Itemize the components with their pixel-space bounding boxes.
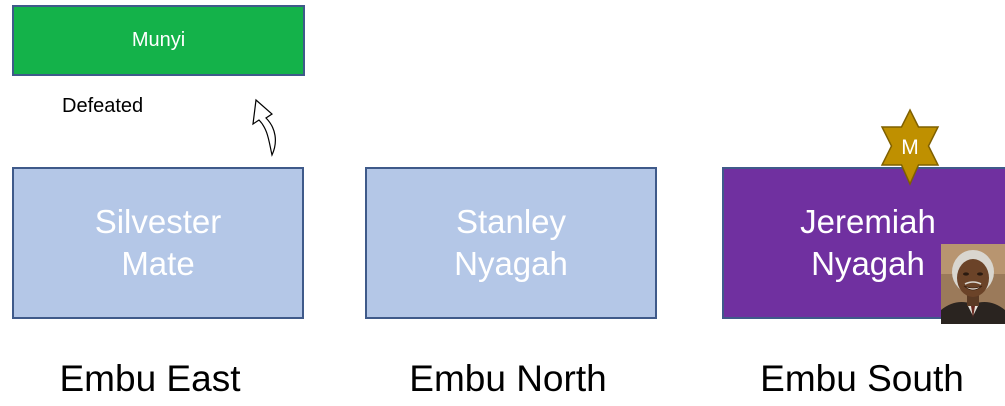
constituency-label-embu-east: Embu East (59, 358, 241, 399)
badge-letter: M (901, 136, 919, 159)
candidate-last-name: Mate (121, 245, 195, 282)
constituency-label-embu-north: Embu North (409, 358, 607, 399)
defeated-label: Defeated (62, 95, 144, 117)
candidate-box-embu-south: Jeremiah Nyagah (722, 167, 1005, 319)
munyi-box: Munyi (12, 5, 305, 76)
candidate-box-embu-north: Stanley Nyagah (365, 167, 657, 319)
candidate-first-name: Jeremiah (800, 203, 936, 240)
candidate-last-name: Nyagah (811, 245, 925, 282)
star-of-david-icon: M (880, 108, 940, 186)
constituency-label-embu-south: Embu South (760, 358, 964, 399)
candidate-first-name: Silvester (94, 203, 222, 240)
portrait-photo (941, 244, 1005, 324)
candidate-box-embu-east: Silvester Mate (12, 167, 304, 319)
munyi-label: Munyi (131, 29, 186, 51)
curved-up-arrow-icon (252, 98, 276, 157)
candidate-last-name: Nyagah (454, 245, 568, 282)
candidate-first-name: Stanley (455, 203, 567, 240)
